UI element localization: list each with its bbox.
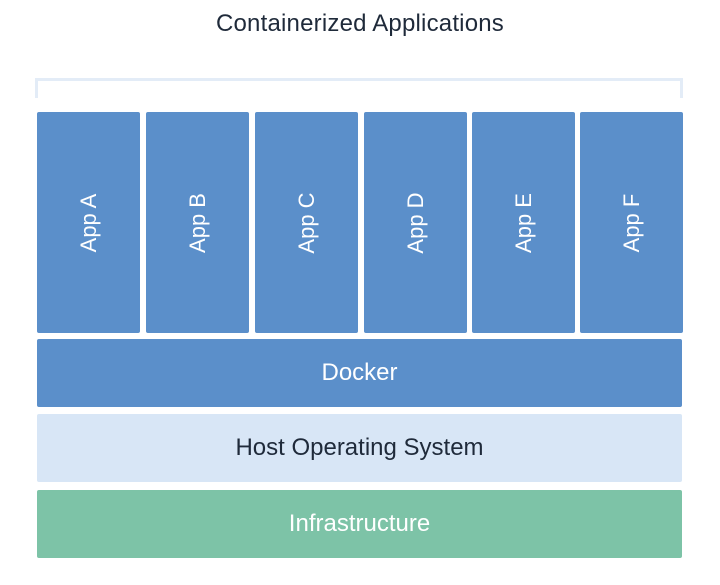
- app-block-d: App D: [364, 112, 467, 333]
- app-label: App F: [618, 193, 644, 252]
- app-block-f: App F: [580, 112, 683, 333]
- docker-layer: Docker: [37, 339, 682, 407]
- app-label: App D: [402, 191, 428, 254]
- apps-row: App A App B App C App D App E App F: [37, 112, 683, 333]
- infrastructure-layer-label: Infrastructure: [288, 510, 431, 537]
- diagram-title: Containerized Applications: [215, 10, 505, 37]
- infrastructure-layer: Infrastructure: [37, 490, 682, 558]
- app-label: App C: [293, 191, 319, 254]
- app-block-e: App E: [472, 112, 575, 333]
- apps-bracket: [35, 78, 683, 98]
- app-block-a: App A: [37, 112, 140, 333]
- app-label: App E: [510, 192, 536, 253]
- app-block-c: App C: [255, 112, 358, 333]
- app-label: App A: [75, 193, 101, 252]
- host-os-layer: Host Operating System: [37, 414, 682, 482]
- app-label: App B: [184, 192, 210, 253]
- host-os-layer-label: Host Operating System: [235, 434, 484, 461]
- docker-layer-label: Docker: [321, 359, 398, 386]
- app-block-b: App B: [146, 112, 249, 333]
